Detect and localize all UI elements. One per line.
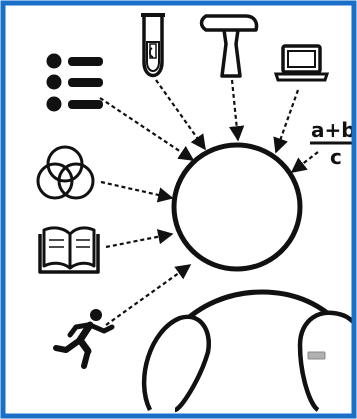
arrow-list: [100, 98, 193, 160]
arrow-runner: [106, 265, 190, 325]
arrow-fraction: [292, 152, 318, 172]
person-body: [144, 292, 357, 410]
arrow-book: [106, 234, 172, 247]
running-person-icon: [56, 309, 112, 366]
laptop-icon: [276, 46, 327, 80]
arrow-laptop: [276, 90, 298, 152]
test-tube-icon: [141, 15, 165, 76]
person-head: [174, 145, 300, 269]
fraction-icon: a+b c: [310, 118, 357, 169]
hammer-icon: [202, 16, 257, 76]
arrow-test-tube: [156, 80, 205, 149]
fraction-denominator: c: [330, 145, 342, 169]
venn-diagram-icon: [38, 147, 93, 198]
badge: [308, 352, 325, 359]
arrow-venn: [101, 182, 172, 198]
list-icon: [47, 54, 104, 112]
arrow-hammer: [232, 80, 238, 140]
person-figure: [144, 145, 357, 410]
fraction-numerator: a+b: [311, 118, 356, 142]
book-icon: [40, 228, 98, 272]
